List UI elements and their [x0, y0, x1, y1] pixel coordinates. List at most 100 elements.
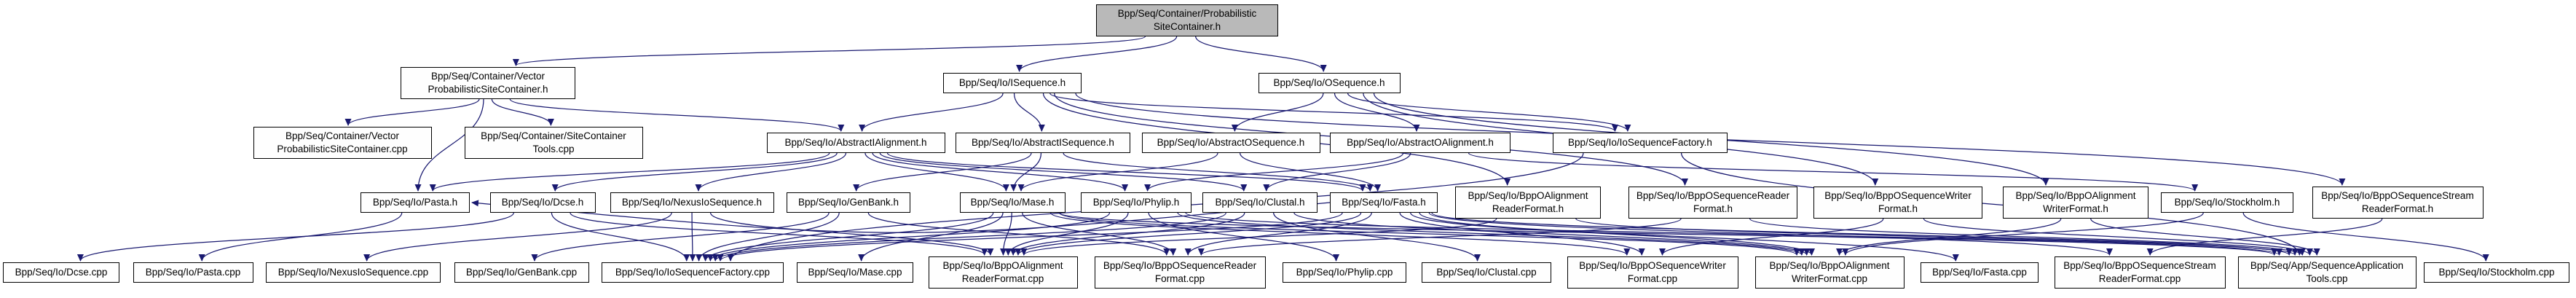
graph-edge-phylip_h--phylip_cpp: [1148, 212, 1339, 262]
graph-node-genbank_cpp[interactable]: Bpp/Seq/Io/GenBank.cpp: [454, 262, 589, 283]
graph-edge-abstract_osequence_h--mase_h: [1017, 152, 1218, 192]
graph-node-bppo_alignment_writer_format_cpp[interactable]: Bpp/Seq/Io/BppOAlignment WriterFormat.cp…: [1754, 256, 1905, 289]
graph-node-dcse_h[interactable]: Bpp/Seq/Io/Dcse.h: [489, 192, 596, 213]
graph-node-bppo_sequence_stream_reader_format_cpp[interactable]: Bpp/Seq/Io/BppOSequenceStream ReaderForm…: [2054, 256, 2226, 289]
graph-edge-mase_h--sequence_application_tools_cpp: [1058, 212, 2277, 256]
graph-node-nexus_io_sequence_cpp[interactable]: Bpp/Seq/Io/NexusIoSequence.cpp: [266, 262, 441, 283]
graph-node-site_container_tools_cpp[interactable]: Bpp/Seq/Container/SiteContainer Tools.cp…: [464, 127, 643, 159]
graph-node-pasta_cpp[interactable]: Bpp/Seq/Io/Pasta.cpp: [133, 262, 253, 283]
graph-edge-genbank_h--genbank_cpp: [531, 212, 830, 262]
graph-edge-phylip_h--io_sequence_factory_cpp: [707, 212, 1111, 262]
graph-edge-clustal_h--io_sequence_factory_cpp: [712, 212, 1226, 262]
graph-node-bppo_sequence_reader_format_cpp[interactable]: Bpp/Seq/Io/BppOSequenceReader Format.cpp: [1094, 256, 1266, 289]
graph-edge-bppo_sequence_reader_format_h--sequence_application_tools_cpp: [1749, 218, 2306, 256]
graph-edge-clustal_h--bppo_alignment_reader_format_cpp: [1009, 212, 1245, 256]
graph-edge-probabilistic_site_container_h--vector_probabilistic_site_container_h: [513, 36, 1146, 66]
graph-edge-bppo_alignment_writer_format_h--sequence_application_tools_cpp: [2090, 218, 2320, 256]
graph-edge-osequence_h--abstract_oalignment_h: [1334, 93, 1420, 132]
graph-node-vector_probabilistic_site_container_h[interactable]: Bpp/Seq/Container/Vector ProbabilisticSi…: [401, 67, 575, 99]
graph-edge-vector_probabilistic_site_container_h--pasta_h: [414, 98, 484, 192]
graph-node-io_sequence_factory_h[interactable]: Bpp/Seq/Io/IoSequenceFactory.h: [1553, 133, 1728, 153]
graph-edge-vector_probabilistic_site_container_h--abstract_ialignment_h: [509, 98, 845, 132]
graph-edge-phylip_h--bppo_alignment_reader_format_cpp: [1004, 212, 1129, 256]
graph-node-dcse_cpp[interactable]: Bpp/Seq/Io/Dcse.cpp: [3, 262, 119, 283]
graph-edge-abstract_ialignment_h--clustal_h: [879, 152, 1248, 192]
graph-node-nexus_io_sequence_h[interactable]: Bpp/Seq/Io/NexusIoSequence.h: [610, 192, 774, 213]
graph-node-stockholm_h[interactable]: Bpp/Seq/Io/Stockholm.h: [2161, 192, 2293, 213]
graph-node-sequence_application_tools_cpp[interactable]: Bpp/Seq/App/SequenceApplication Tools.cp…: [2237, 256, 2417, 289]
graph-edge-probabilistic_site_container_h--isequence_h: [1016, 36, 1178, 72]
graph-node-genbank_h[interactable]: Bpp/Seq/Io/GenBank.h: [787, 192, 910, 213]
graph-edge-abstract_ialignment_h--nexus_io_sequence_h: [695, 152, 847, 192]
graph-node-probabilistic_site_container_h: Bpp/Seq/Container/Probabilistic SiteCont…: [1096, 4, 1278, 36]
graph-node-pasta_h[interactable]: Bpp/Seq/Io/Pasta.h: [361, 192, 470, 213]
graph-edge-fasta_h--fasta_cpp: [1419, 212, 1959, 262]
graph-node-abstract_ialignment_h[interactable]: Bpp/Seq/Io/AbstractIAlignment.h: [766, 133, 945, 153]
graph-node-abstract_osequence_h[interactable]: Bpp/Seq/Io/AbstractOSequence.h: [1141, 133, 1320, 153]
graph-edge-stockholm_h--stockholm_cpp: [2242, 212, 2489, 262]
graph-node-abstract_isequence_h[interactable]: Bpp/Seq/Io/AbstractISequence.h: [956, 133, 1130, 153]
graph-edge-dcse_h--bppo_alignment_reader_format_cpp: [570, 212, 988, 256]
graph-edge-nexus_io_sequence_h--io_sequence_factory_cpp: [689, 212, 696, 262]
graph-edge-phylip_h--sequence_application_tools_cpp: [1185, 212, 2282, 256]
graph-node-clustal_cpp[interactable]: Bpp/Seq/Io/Clustal.cpp: [1422, 262, 1551, 283]
graph-edge-abstract_osequence_h--fasta_h: [1239, 152, 1382, 192]
graph-edge-fasta_h--bppo_sequence_stream_reader_format_cpp: [1428, 212, 2113, 256]
graph-edge-clustal_h--bppo_alignment_writer_format_cpp: [1293, 212, 1811, 256]
graph-edge-vector_probabilistic_site_container_h--vector_probabilistic_site_container_cpp: [344, 98, 480, 126]
graph-edge-bppo_sequence_stream_reader_format_h--bppo_sequence_stream_reader_format_cpp: [2146, 218, 2383, 256]
graph-edge-fasta_h--bppo_alignment_reader_format_cpp: [1015, 212, 1362, 256]
graph-edge-fasta_h--pasta_h: [471, 200, 1331, 233]
graph-node-bppo_alignment_reader_format_h[interactable]: Bpp/Seq/Io/BppOAlignment ReaderFormat.h: [1455, 187, 1601, 219]
graph-edge-vector_probabilistic_site_container_h--site_container_tools_cpp: [491, 98, 554, 126]
graph-edge-osequence_h--io_sequence_factory_h: [1347, 93, 1631, 132]
graph-edge-stockholm_h--bppo_alignment_writer_format_cpp: [1842, 212, 2204, 256]
graph-node-osequence_h[interactable]: Bpp/Seq/Io/OSequence.h: [1258, 73, 1401, 93]
graph-edge-nexus_io_sequence_h--bppo_alignment_reader_format_cpp: [709, 212, 994, 256]
graph-edge-bppo_sequence_writer_format_h--bppo_sequence_writer_format_cpp: [1659, 218, 1884, 256]
graph-node-bppo_sequence_stream_reader_format_h[interactable]: Bpp/Seq/Io/BppOSequenceStream ReaderForm…: [2312, 187, 2484, 219]
graph-edge-dcse_h--io_sequence_factory_cpp: [551, 212, 690, 262]
graph-edge-mase_h--io_sequence_factory_cpp: [702, 212, 994, 262]
graph-edge-abstract_isequence_h--mase_h: [1010, 152, 1042, 192]
graph-node-phylip_h[interactable]: Bpp/Seq/Io/Phylip.h: [1081, 192, 1192, 213]
graph-node-vector_probabilistic_site_container_cpp[interactable]: Bpp/Seq/Container/Vector ProbabilisticSi…: [253, 127, 432, 159]
graph-node-io_sequence_factory_cpp[interactable]: Bpp/Seq/Io/IoSequenceFactory.cpp: [602, 262, 784, 283]
graph-node-isequence_h[interactable]: Bpp/Seq/Io/ISequence.h: [943, 73, 1082, 93]
graph-edge-isequence_h--abstract_isequence_h: [1013, 93, 1045, 132]
graph-node-bppo_sequence_reader_format_h[interactable]: Bpp/Seq/Io/BppOSequenceReader Format.h: [1628, 187, 1797, 219]
graph-edge-abstract_oalignment_h--phylip_h: [1144, 152, 1404, 192]
graph-edge-genbank_h--io_sequence_factory_cpp: [696, 212, 840, 262]
graph-edge-phylip_h--bppo_alignment_writer_format_cpp: [1177, 212, 1805, 256]
graph-node-fasta_h[interactable]: Bpp/Seq/Io/Fasta.h: [1330, 192, 1438, 213]
graph-edge-mase_h--mase_cpp: [858, 212, 1004, 262]
graph-edge-mase_h--bppo_alignment_reader_format_cpp: [1000, 212, 1012, 256]
graph-edge-abstract_ialignment_h--fasta_h: [886, 152, 1366, 192]
graph-edge-bppo_alignment_reader_format_h--bppo_alignment_reader_format_cpp: [1020, 218, 1497, 256]
graph-edge-fasta_h--bppo_sequence_reader_format_cpp: [1184, 212, 1372, 256]
graph-node-mase_cpp[interactable]: Bpp/Seq/Io/Mase.cpp: [797, 262, 913, 283]
graph-node-bppo_sequence_writer_format_cpp[interactable]: Bpp/Seq/Io/BppOSequenceWriter Format.cpp: [1567, 256, 1738, 289]
graph-node-bppo_sequence_writer_format_h[interactable]: Bpp/Seq/Io/BppOSequenceWriter Format.h: [1813, 187, 1982, 219]
graph-edge-osequence_h--abstract_osequence_h: [1231, 93, 1324, 132]
graph-edge-bppo_sequence_writer_format_h--sequence_application_tools_cpp: [1923, 218, 2313, 256]
graph-node-stockholm_cpp[interactable]: Bpp/Seq/Io/Stockholm.cpp: [2424, 262, 2569, 283]
graph-node-abstract_oalignment_h[interactable]: Bpp/Seq/Io/AbstractOAlignment.h: [1330, 133, 1510, 153]
graph-edge-bppo_alignment_writer_format_h--bppo_alignment_writer_format_cpp: [1836, 218, 2062, 256]
graph-node-fasta_cpp[interactable]: Bpp/Seq/Io/Fasta.cpp: [1921, 262, 2039, 283]
graph-node-phylip_cpp[interactable]: Bpp/Seq/Io/Phylip.cpp: [1283, 262, 1406, 283]
graph-edge-mase_h--bppo_alignment_writer_format_cpp: [1058, 212, 1800, 256]
graph-node-clustal_h[interactable]: Bpp/Seq/Io/Clustal.h: [1202, 192, 1317, 213]
graph-edge-io_sequence_factory_h--sequence_application_tools_cpp: [1680, 152, 2303, 256]
graph-edge-nexus_io_sequence_h--nexus_io_sequence_cpp: [363, 212, 672, 262]
graph-edge-bppo_sequence_reader_format_h--bppo_sequence_reader_format_cpp: [1198, 218, 1682, 256]
graph-node-bppo_alignment_reader_format_cpp[interactable]: Bpp/Seq/Io/BppOAlignment ReaderFormat.cp…: [928, 256, 1078, 289]
graph-node-bppo_alignment_writer_format_h[interactable]: Bpp/Seq/Io/BppOAlignment WriterFormat.h: [2003, 187, 2148, 219]
graph-edge-abstract_ialignment_h--phylip_h: [872, 152, 1128, 192]
graph-node-mase_h[interactable]: Bpp/Seq/Io/Mase.h: [959, 192, 1066, 213]
graph-edge-abstract_isequence_h--fasta_h: [1063, 152, 1374, 192]
graph-edge-fasta_h--io_sequence_factory_cpp: [717, 212, 1343, 262]
graph-edge-abstract_ialignment_h--dcse_h: [551, 152, 838, 192]
graph-edge-abstract_ialignment_h--mase_h: [864, 152, 1009, 192]
